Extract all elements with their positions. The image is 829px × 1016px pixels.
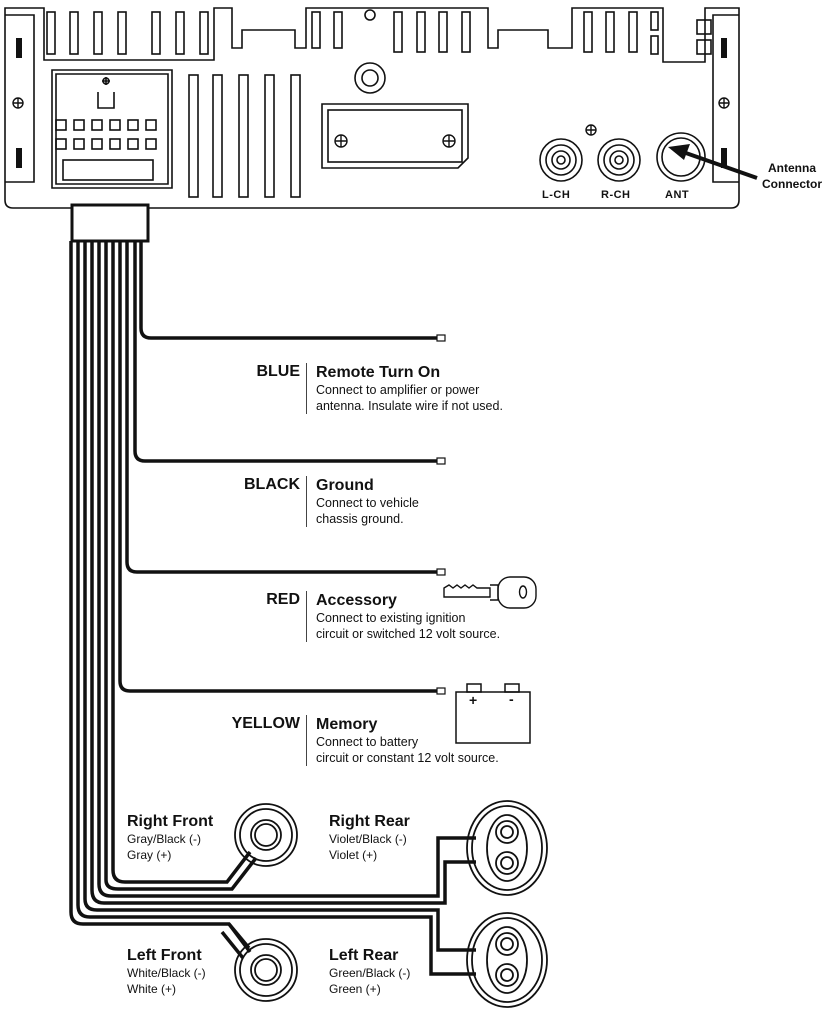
speaker-pos: White (+) [127,982,177,996]
antenna-jack-label: ANT [665,189,690,201]
left-front-speaker [234,938,298,1002]
antenna-callout-line1: Antenna [768,161,816,175]
speaker-pos: Green (+) [329,982,381,996]
wire-desc: Connect to vehicle [316,496,419,510]
antenna-arrow [668,144,758,180]
wire-title: Memory [316,716,378,733]
left-front-label: Left Front White/Black (-) White (+) [127,946,206,997]
speaker-title: Right Front [127,813,214,830]
speaker-neg: White/Black (-) [127,966,206,980]
wire-info-red: Accessory Connect to existing ignition c… [306,591,500,642]
right-rear-label: Right Rear Violet/Black (-) Violet (+) [329,812,410,863]
speaker-pos: Violet (+) [329,848,378,862]
wire-desc: circuit or constant 12 volt source. [316,751,499,765]
harness-plug [70,203,150,243]
wire-tips [436,334,446,695]
left-rear-label: Left Rear Green/Black (-) Green (+) [329,946,410,997]
speaker-title: Left Rear [329,947,399,964]
right-front-speaker [234,803,298,867]
speaker-title: Left Front [127,947,202,964]
battery-plus: + [469,692,478,708]
speaker-wires [69,241,476,976]
antenna-callout: Antenna Connector [756,160,828,192]
wire-title: Ground [316,477,374,494]
wire-info-yellow: Memory Connect to battery circuit or con… [306,715,499,766]
wire-yellow [118,241,437,693]
wire-title: Accessory [316,592,397,609]
wire-title: Remote Turn On [316,364,441,381]
wire-color-yellow: YELLOW [231,715,300,732]
battery-minus: - [509,691,514,707]
wire-desc: circuit or switched 12 volt source. [316,627,501,641]
harness-socket [51,69,173,189]
right-front-label: Right Front Gray/Black (-) Gray (+) [127,812,213,863]
head-unit-chassis [4,7,740,209]
ignition-key-icon [443,576,537,609]
speaker-pos: Gray (+) [127,848,172,862]
antenna-callout-line2: Connector [762,177,822,191]
wire-desc: Connect to existing ignition [316,611,466,625]
rca-left-jack [539,138,583,182]
speaker-neg: Green/Black (-) [329,966,411,980]
wire-desc: antenna. Insulate wire if not used. [316,399,503,413]
rca-right-jack [597,138,641,182]
right-rear-speaker [466,800,548,896]
speaker-title: Right Rear [329,813,410,830]
mounting-holes [12,97,730,148]
wire-color-black: BLACK [244,476,300,493]
wire-desc: Connect to amplifier or power [316,383,480,397]
wire-color-red: RED [266,591,300,608]
wire-red [125,241,437,574]
wire-blue [139,241,437,340]
wire-desc: chassis ground. [316,512,404,526]
wire-black [133,241,437,463]
wire-color-blue: BLUE [256,363,300,380]
speaker-neg: Violet/Black (-) [329,832,407,846]
speaker-neg: Gray/Black (-) [127,832,202,846]
battery-icon [455,683,531,744]
wire-info-blue: Remote Turn On Connect to amplifier or p… [306,363,503,414]
left-rear-speaker [466,912,548,1008]
left-channel-label: L-CH [542,189,571,201]
right-channel-label: R-CH [601,189,631,201]
wire-desc: Connect to battery [316,735,419,749]
side-marks [16,38,727,168]
wire-info-black: Ground Connect to vehicle chassis ground… [306,476,419,527]
